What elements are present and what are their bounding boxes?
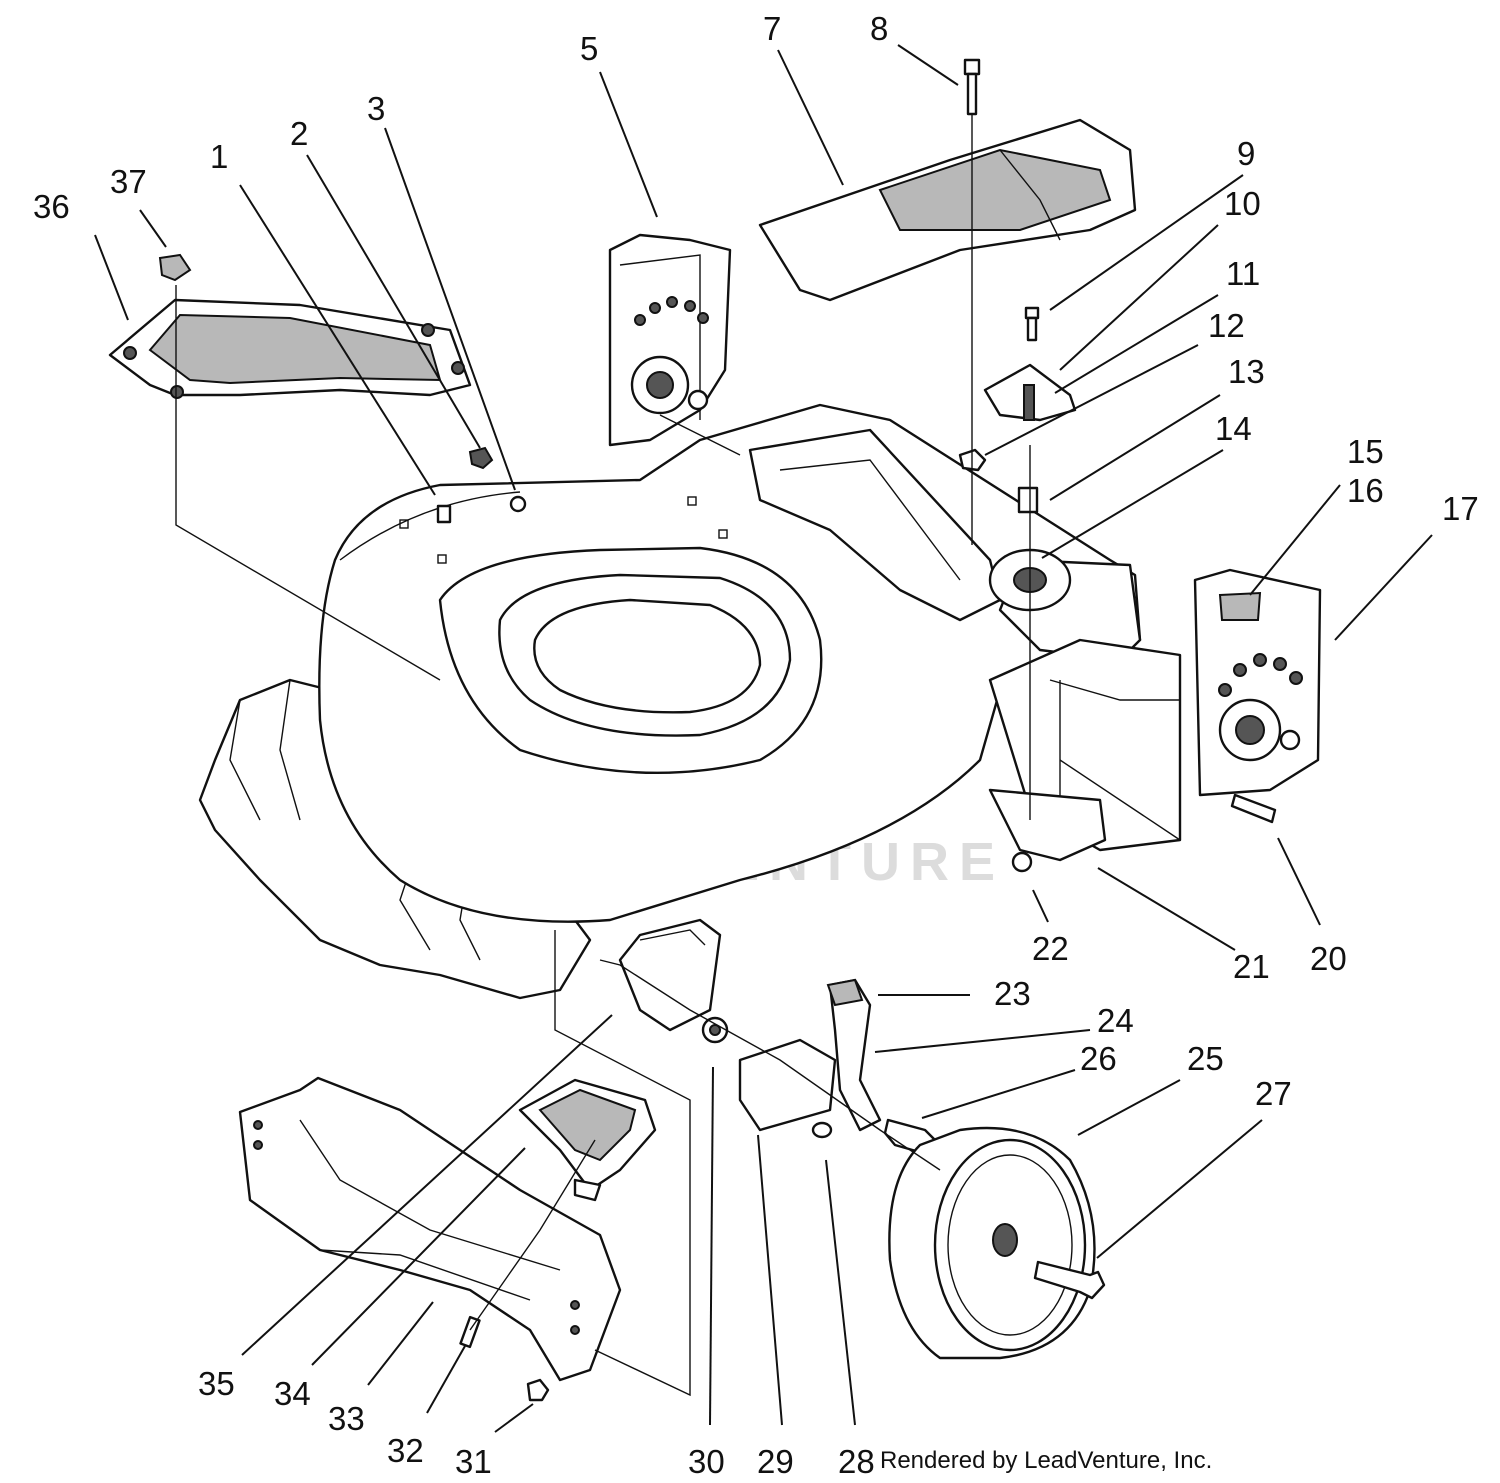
callout-31: 31 bbox=[455, 1443, 492, 1480]
callout-3: 3 bbox=[367, 90, 385, 127]
part-37-clip-nut bbox=[158, 253, 192, 282]
part-20-bolt bbox=[1230, 793, 1277, 824]
callout-8: 8 bbox=[870, 10, 888, 47]
callout-10: 10 bbox=[1224, 185, 1261, 222]
callout-7: 7 bbox=[763, 10, 781, 47]
part-11-screw bbox=[1023, 384, 1035, 421]
part-36-rear-cover bbox=[108, 298, 472, 399]
callout-labels: 1 2 3 5 7 8 9 10 11 12 13 14 15 16 17 20… bbox=[33, 10, 1479, 1480]
callout-25: 25 bbox=[1187, 1040, 1224, 1077]
callout-36: 36 bbox=[33, 188, 70, 225]
part-35-height-adjuster bbox=[618, 918, 722, 1032]
assembly-lines bbox=[175, 115, 1181, 1397]
callout-30: 30 bbox=[688, 1443, 725, 1480]
credit-line: Rendered by LeadVenture, Inc. bbox=[880, 1447, 1212, 1474]
callout-27: 27 bbox=[1255, 1075, 1292, 1112]
callout-20: 20 bbox=[1310, 940, 1347, 977]
part-8-bolt bbox=[963, 58, 981, 116]
part-3-nut bbox=[509, 495, 527, 513]
part-31-nut bbox=[526, 1378, 550, 1402]
callout-24: 24 bbox=[1097, 1002, 1134, 1039]
callout-37: 37 bbox=[110, 163, 147, 200]
part-7-discharge-cover bbox=[758, 118, 1137, 302]
callout-1: 1 bbox=[210, 138, 228, 175]
callout-34: 34 bbox=[274, 1375, 311, 1412]
part-9-bolt bbox=[1024, 306, 1040, 342]
callout-28: 28 bbox=[838, 1443, 875, 1480]
callout-13: 13 bbox=[1228, 353, 1265, 390]
part-33-front-skirt bbox=[238, 1076, 622, 1382]
part-17-height-adjust-plate bbox=[1193, 568, 1322, 797]
leader-lines bbox=[94, 44, 1433, 1433]
part-25-wheel bbox=[888, 1126, 1096, 1360]
part-5-height-adjust-plate bbox=[608, 233, 732, 447]
callout-33: 33 bbox=[328, 1400, 365, 1437]
callout-29: 29 bbox=[757, 1443, 794, 1480]
callout-32: 32 bbox=[387, 1432, 424, 1469]
part-32-screw bbox=[459, 1315, 481, 1349]
part-13-spacer bbox=[1017, 486, 1039, 514]
callout-14: 14 bbox=[1215, 410, 1252, 447]
callout-12: 12 bbox=[1208, 307, 1245, 344]
part-34-deflector bbox=[518, 1078, 657, 1202]
callout-5: 5 bbox=[580, 30, 598, 67]
mower-deck bbox=[198, 403, 1182, 1000]
part-22-nut bbox=[1011, 851, 1033, 873]
callout-17: 17 bbox=[1442, 490, 1479, 527]
part-23-lever-grip bbox=[826, 978, 864, 1007]
part-27-axle-bolt bbox=[1033, 1260, 1106, 1300]
part-1-bolt bbox=[436, 504, 452, 524]
callout-16: 16 bbox=[1347, 472, 1384, 509]
callout-2: 2 bbox=[290, 115, 308, 152]
part-29-height-plate bbox=[738, 1038, 837, 1132]
callout-9: 9 bbox=[1237, 135, 1255, 172]
part-15-16-slot-plate bbox=[1218, 591, 1262, 621]
callout-23: 23 bbox=[994, 975, 1031, 1012]
part-24-height-lever bbox=[826, 978, 882, 1132]
callout-21: 21 bbox=[1233, 948, 1270, 985]
part-30-washer bbox=[701, 1016, 729, 1044]
callout-15: 15 bbox=[1347, 433, 1384, 470]
callout-35: 35 bbox=[198, 1365, 235, 1402]
part-28-washer bbox=[811, 1121, 833, 1139]
callout-11: 11 bbox=[1226, 255, 1260, 292]
callout-26: 26 bbox=[1080, 1040, 1117, 1077]
part-2-nut bbox=[468, 446, 494, 470]
part-21-rear-baffle bbox=[988, 788, 1107, 862]
callout-22: 22 bbox=[1032, 930, 1069, 967]
